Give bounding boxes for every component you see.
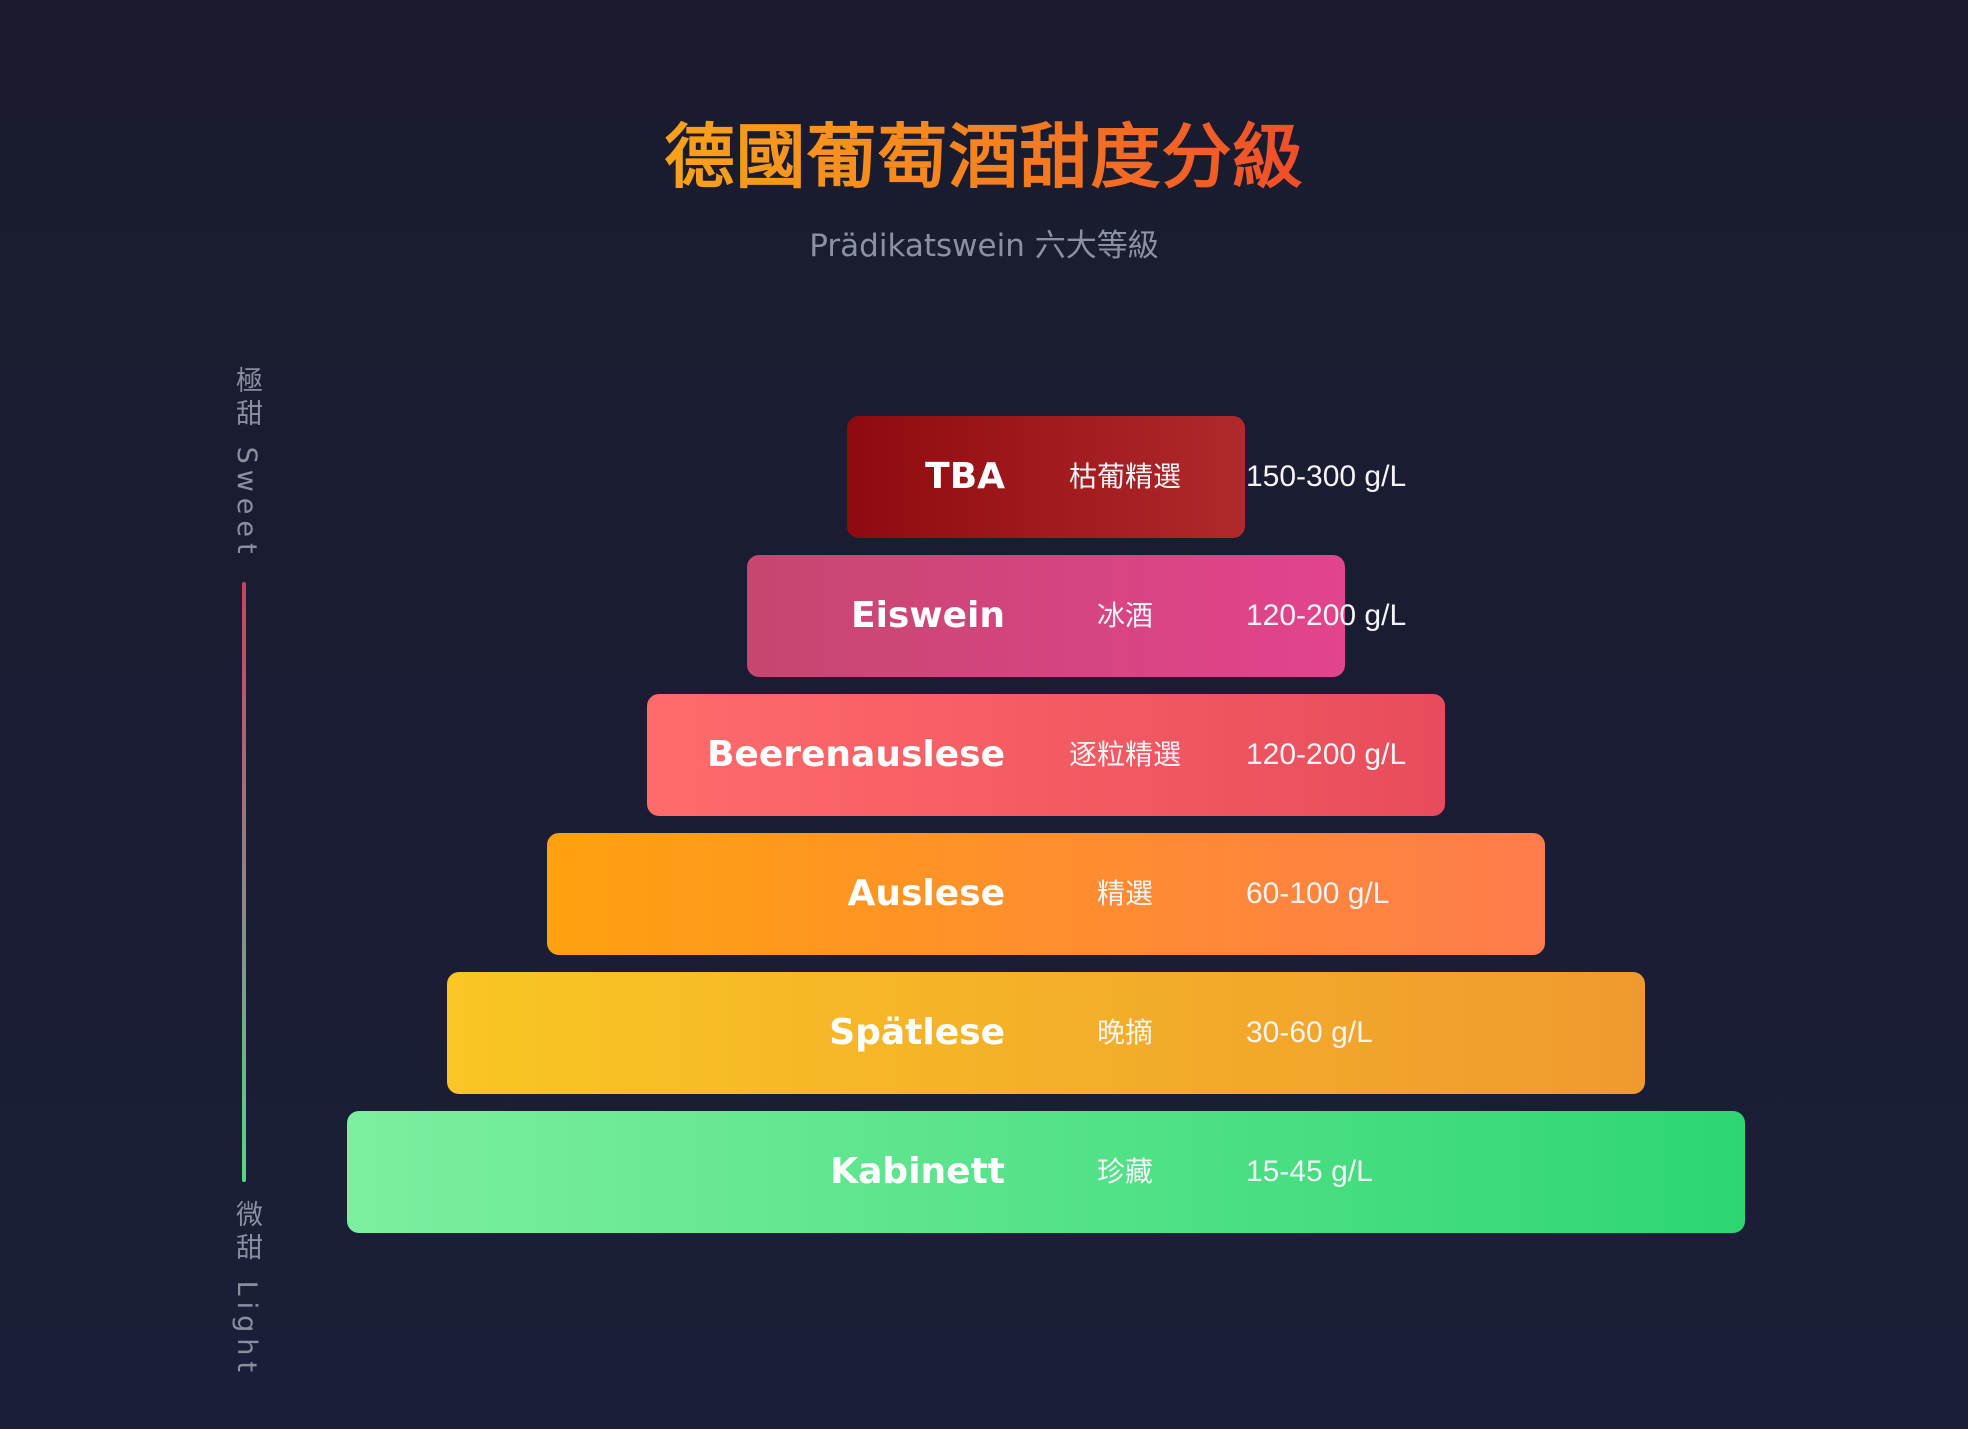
tier-sugar-range: 120-200 g/L: [1246, 599, 1407, 632]
tier-row-beerenauslese: Beerenauslese 逐粒精選 120-200 g/L: [0, 694, 1968, 816]
tier-bar-auslese: [547, 833, 1545, 955]
tier-chinese-name: 精選: [1096, 877, 1153, 910]
tier-row-tba: TBA 枯葡精選 150-300 g/L: [0, 416, 1968, 538]
tier-row-kabinett: Kabinett 珍藏 15-45 g/L: [0, 1111, 1968, 1233]
tier-sugar-range: 15-45 g/L: [1246, 1155, 1373, 1188]
tier-row-auslese: Auslese 精選 60-100 g/L: [0, 833, 1968, 955]
sweetness-gradient-line: [242, 582, 246, 1182]
tier-sugar-range: 60-100 g/L: [1246, 877, 1390, 910]
tier-name: Kabinett: [830, 1151, 1005, 1192]
tier-chinese-name: 珍藏: [1096, 1155, 1153, 1188]
tier-chinese-name: 枯葡精選: [1068, 460, 1181, 493]
tier-row-spatlese: Spätlese 晚摘 30-60 g/L: [0, 972, 1968, 1094]
tier-bar-spatlese: [447, 972, 1645, 1094]
tier-name: TBA: [925, 456, 1005, 497]
page-title: 德國葡萄酒甜度分級: [664, 116, 1304, 198]
tier-sugar-range: 30-60 g/L: [1246, 1016, 1373, 1049]
tier-bar-tba: [847, 416, 1245, 538]
tier-name: Spätlese: [829, 1012, 1005, 1053]
tier-name: Beerenauslese: [706, 734, 1005, 775]
tier-row-eiswein: Eiswein 冰酒 120-200 g/L: [0, 555, 1968, 677]
tier-bar-eiswein: [747, 555, 1345, 677]
tier-chinese-name: 逐粒精選: [1068, 738, 1181, 771]
tier-sugar-range: 150-300 g/L: [1246, 460, 1407, 493]
tier-name: Auslese: [847, 873, 1005, 914]
tier-bar-beerenauslese: [647, 694, 1445, 816]
tier-bar-kabinett: [347, 1111, 1745, 1233]
tier-chinese-name: 冰酒: [1096, 599, 1153, 632]
page-subtitle: Prädikatswein 六大等級: [809, 228, 1159, 264]
sweet-scale-label: 極甜 Sweet: [231, 366, 262, 560]
light-scale-label: 微甜 Light: [231, 1200, 262, 1378]
tier-sugar-range: 120-200 g/L: [1246, 738, 1407, 771]
tier-chinese-name: 晚摘: [1096, 1016, 1153, 1049]
tier-name: Eiswein: [850, 595, 1005, 636]
